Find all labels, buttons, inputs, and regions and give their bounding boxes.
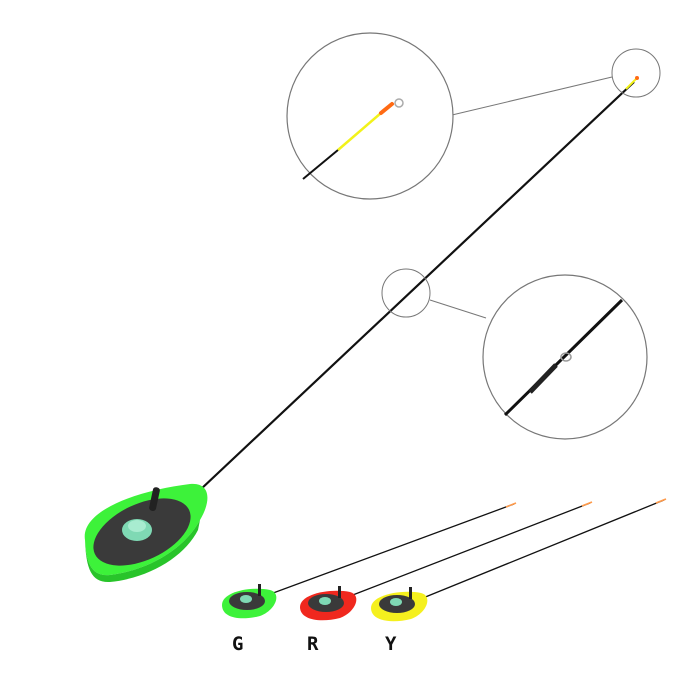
variant-red: [300, 501, 593, 621]
tip-eyelet-icon: [394, 98, 404, 108]
variant-green: [222, 502, 517, 619]
guide-ring-icon: [560, 352, 572, 362]
tip-detail-circle: [286, 32, 454, 200]
variant-label-red: R: [307, 633, 319, 655]
main-reel: [84, 483, 208, 583]
variant-yellow: [371, 498, 667, 622]
tip-callout-leader: [451, 76, 613, 116]
tip-callout-marker: [611, 48, 661, 98]
variant-label-yellow: Y: [385, 633, 397, 655]
guide-callout-marker: [381, 268, 431, 318]
variant-label-green: G: [232, 633, 244, 655]
main-rod: [199, 81, 635, 491]
guide-detail-circle: [482, 274, 648, 440]
main-rod-tip: [625, 78, 637, 90]
guide-callout-leader: [429, 299, 487, 319]
